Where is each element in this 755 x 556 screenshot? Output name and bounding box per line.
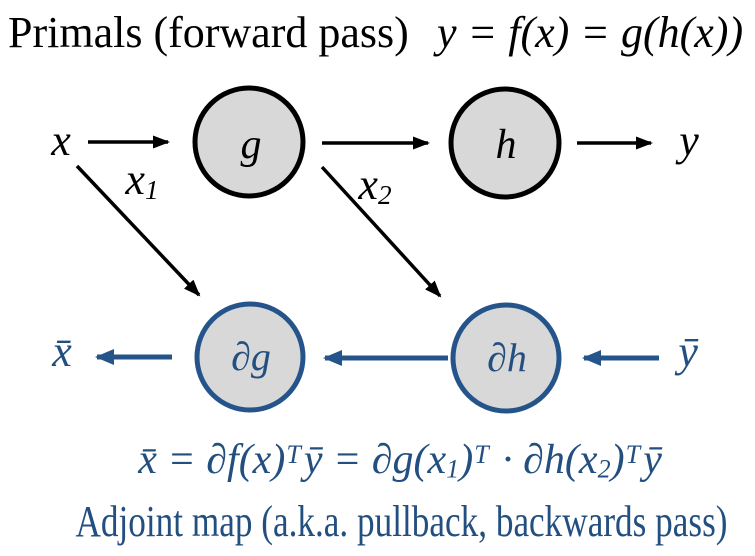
node-h-circle — [448, 86, 562, 200]
node-dh-label: ∂h — [487, 335, 527, 380]
adjoint-formula: x̄ = ∂f(x)Tȳ = ∂g(x1)T · ∂h(x2)Tȳ — [45, 436, 755, 485]
adjoint-formula-part: · ∂h(x — [491, 437, 598, 483]
adjoint-formula-part: x̄ = ∂f(x) — [138, 437, 286, 483]
arrow-x2-to-dh-diagonal — [320, 165, 442, 298]
node-dg-circle — [194, 301, 306, 413]
adjoint-formula-part: ) — [459, 437, 474, 483]
adjoint-formula-sup-T1: T — [286, 440, 301, 470]
forward-formula: y = f(x) = g(h(x)) — [437, 8, 744, 57]
adjoint-formula-sup-T3: T — [625, 440, 641, 470]
adjoint-formula-sub-1: 1 — [446, 454, 460, 484]
adjoint-formula-part: ) — [610, 437, 625, 483]
adjoint-formula-sup-T2: T — [474, 440, 489, 470]
label-xbar: x̄ — [52, 327, 72, 376]
node-h-label: h — [495, 122, 517, 168]
label-x1-base: x — [125, 154, 145, 204]
node-g-circle — [192, 85, 306, 199]
label-x2-subscript: 2 — [377, 179, 392, 210]
node-dg-label: ∂g — [231, 334, 271, 379]
label-x2-base: x — [358, 159, 378, 209]
arrow-x1-to-dg-diagonal — [75, 164, 201, 297]
adjoint-formula-sub-2: 2 — [597, 454, 611, 484]
adjoint-formula-part: ȳ — [643, 437, 662, 483]
label-x: x — [51, 116, 71, 165]
adjoint-title: Adjoint map (a.k.a. pullback, backwards … — [75, 497, 728, 546]
label-ybar: ȳ — [678, 327, 698, 376]
node-g-label: g — [240, 122, 262, 168]
label-y: y — [679, 116, 699, 165]
node-dh-circle — [450, 302, 562, 414]
label-x1-subscript: 1 — [144, 174, 159, 205]
primal-title: Primals (forward pass) — [8, 8, 409, 57]
label-x1: x1 — [125, 154, 159, 205]
label-x2: x2 — [358, 159, 392, 210]
adjoint-formula-part: ȳ = ∂g(x — [303, 437, 447, 483]
